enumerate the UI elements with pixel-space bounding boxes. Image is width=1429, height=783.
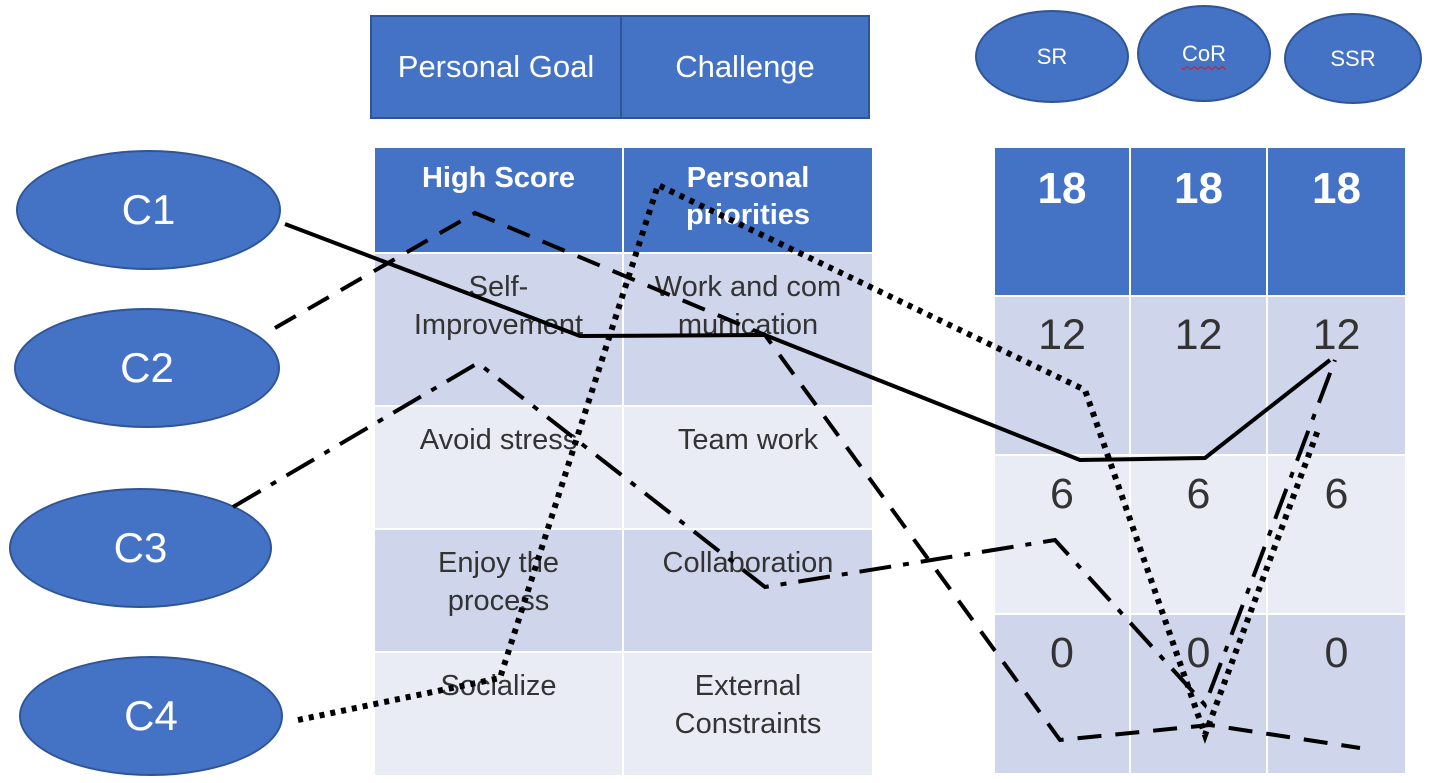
score-head-cor: 18 [1131, 148, 1266, 295]
case-c2-label: C2 [120, 344, 174, 391]
score-cell-0-sr: 0 [995, 615, 1129, 773]
challenge-header: Challenge [620, 15, 870, 119]
c2-dashed-line [274, 210, 1361, 750]
score-cell-6-ssr: 6 [1268, 456, 1405, 613]
scale-ssr-label: SSR [1330, 45, 1376, 71]
case-c3-label: C3 [113, 524, 168, 571]
table-cell-socialize: Socialize [375, 653, 622, 775]
score-cell-6-sr-value: 6 [1050, 470, 1074, 518]
table-header-personal-priorities: Personal priorities [624, 148, 872, 252]
score-cell-12-sr-value: 12 [1038, 311, 1086, 359]
table-cell-enjoy-process: Enjoy the process [375, 530, 622, 651]
score-cell-0-cor: 0 [1131, 615, 1266, 773]
case-c1-label: C1 [121, 186, 176, 233]
score-cell-0-sr-value: 0 [1050, 629, 1074, 677]
case-c4-label: C4 [124, 692, 178, 739]
score-head-ssr: 18 [1268, 148, 1405, 295]
table-cell-self-improvement-text: Self-Improvement [413, 271, 584, 341]
score-cell-12-sr: 12 [995, 297, 1129, 454]
score-cell-12-ssr-value: 12 [1312, 311, 1361, 359]
scale-cor-label: CoR [1181, 40, 1226, 66]
case-c1: C1 [16, 150, 281, 270]
score-head-sr-value: 18 [1037, 164, 1087, 213]
table-cell-enjoy-process-text: Enjoy the process [438, 547, 559, 617]
table-header-personal-priorities-label: Personal priorities [685, 162, 811, 231]
case-c2: C2 [14, 308, 280, 428]
score-cell-12-ssr: 12 [1268, 297, 1405, 454]
table-cell-external-constraints-text: External Constraints [674, 670, 822, 740]
score-head-sr: 18 [995, 148, 1129, 295]
score-cell-0-cor-value: 0 [1186, 629, 1211, 677]
c3-dashdot-line [231, 359, 1337, 709]
table-cell-work-communication: Work and communication [624, 254, 872, 405]
scale-sr-label: SR [1036, 43, 1068, 69]
table-cell-collaboration: Collaboration [624, 530, 872, 651]
case-c4: C4 [19, 656, 283, 776]
scale-cor: CoR [1137, 5, 1271, 102]
score-cell-12-cor-value: 12 [1174, 311, 1223, 359]
c1-solid-line [284, 222, 1332, 463]
score-cell-6-sr: 6 [995, 456, 1129, 613]
personal-goal-header: Personal Goal [370, 15, 622, 119]
table-header-high-score-label: High Score [421, 162, 576, 194]
score-cell-6-cor-value: 6 [1186, 470, 1211, 518]
case-c3: C3 [9, 488, 272, 608]
table-cell-avoid-stress: Avoid stress [375, 407, 622, 528]
table-cell-avoid-stress-text: Avoid stress [419, 424, 578, 456]
score-head-ssr-value: 18 [1312, 164, 1361, 213]
table-header-high-score: High Score [375, 148, 622, 252]
scale-sr: SR [975, 10, 1129, 103]
scale-ssr: SSR [1284, 13, 1422, 104]
score-cell-6-cor: 6 [1131, 456, 1266, 613]
score-cell-0-ssr-value: 0 [1324, 629, 1349, 677]
score-head-cor-value: 18 [1174, 164, 1223, 213]
c4-dotted-line [297, 180, 1321, 744]
table-cell-team-work-text: Team work [677, 424, 819, 456]
score-cell-6-ssr-value: 6 [1324, 470, 1349, 518]
challenge-label: Challenge [675, 49, 815, 84]
score-cell-0-ssr: 0 [1268, 615, 1405, 773]
personal-goal-label: Personal Goal [397, 49, 595, 84]
table-cell-external-constraints: External Constraints [624, 653, 872, 775]
